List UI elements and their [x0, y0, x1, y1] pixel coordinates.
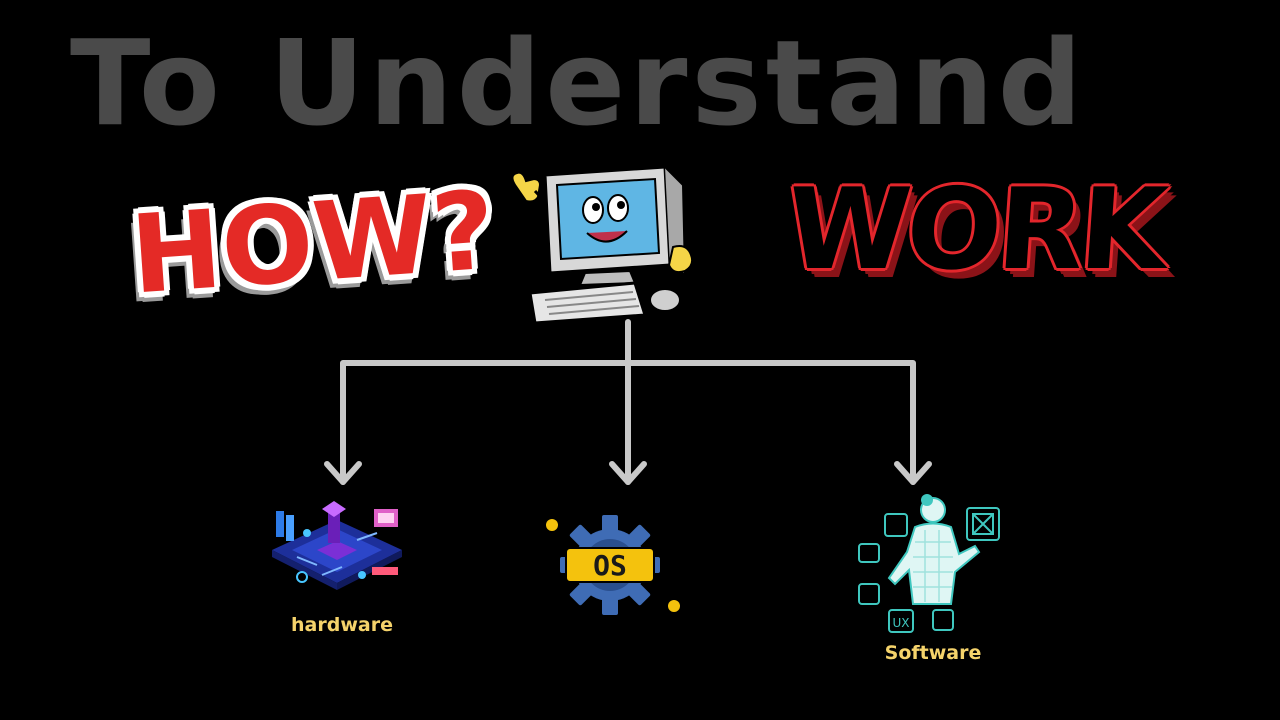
ux-badge-text: UX: [892, 616, 909, 630]
os-icon-text: OS: [593, 549, 627, 582]
headline-title: To Understand: [70, 14, 1087, 152]
software-person-icon: UX: [858, 494, 1000, 633]
software-label: Software: [884, 642, 982, 664]
os-gear-icon: OS: [546, 515, 680, 615]
hardware-circuit-icon: [272, 501, 402, 590]
arrowhead-software: [894, 461, 932, 485]
branch-connector: [340, 360, 916, 485]
arrowhead-hardware: [324, 461, 362, 485]
hardware-label: hardware: [291, 614, 393, 636]
cartoon-computer-icon: [511, 165, 694, 325]
arrowhead-os: [609, 461, 647, 485]
